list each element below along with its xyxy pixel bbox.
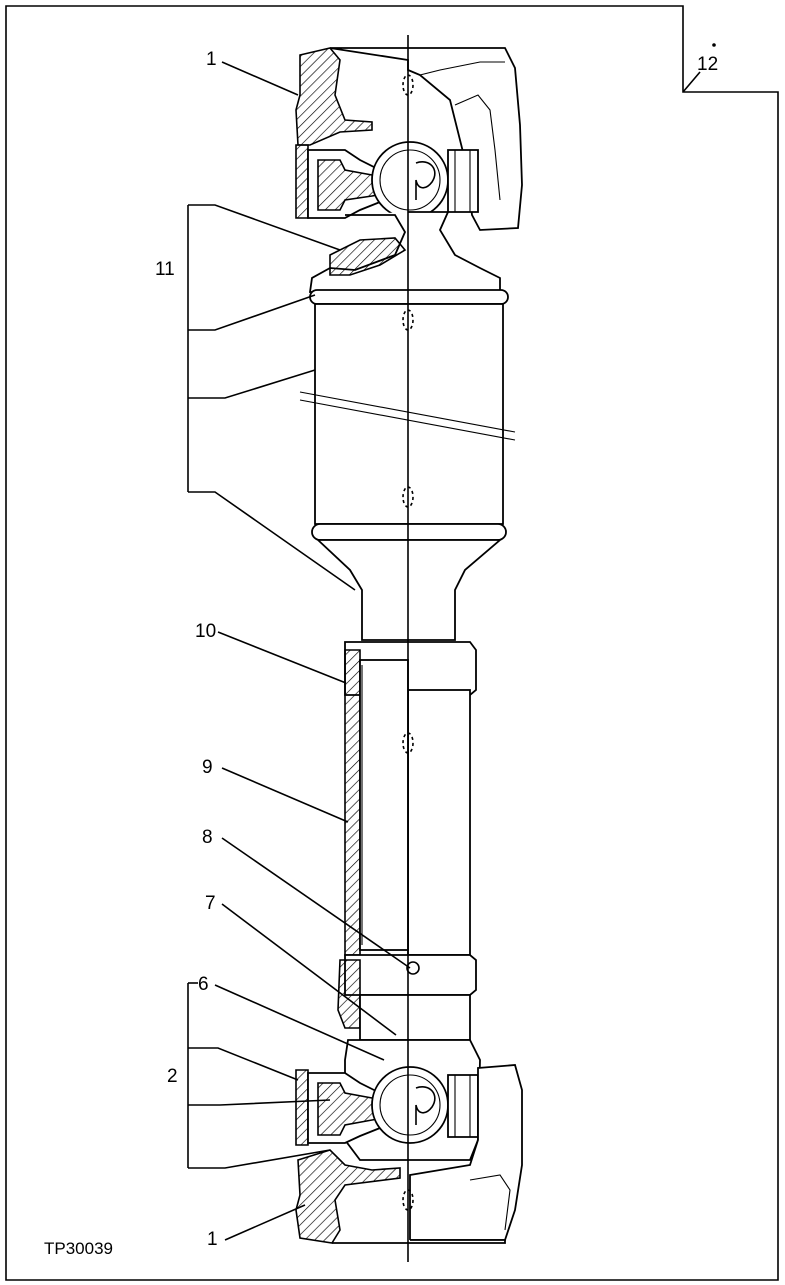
callout-1-top: 1 xyxy=(206,49,217,70)
callout-9: 9 xyxy=(202,757,213,778)
tube-yoke xyxy=(299,211,516,641)
callout-8: 8 xyxy=(202,827,213,848)
shaft-section xyxy=(337,641,477,1041)
callout-2: 2 xyxy=(167,1066,178,1087)
callout-12-dot xyxy=(712,43,716,47)
callout-6: 6 xyxy=(198,974,209,995)
callout-12: 12 xyxy=(697,54,718,75)
bottom-yoke xyxy=(295,1039,523,1244)
top-yoke xyxy=(295,47,523,231)
figure-id-label: TP30039 xyxy=(44,1239,113,1258)
callout-11: 11 xyxy=(155,259,175,280)
leader-lines xyxy=(187,61,701,1241)
page-frame xyxy=(5,5,779,1281)
callout-7: 7 xyxy=(205,893,216,914)
callout-1-bottom: 1 xyxy=(207,1229,218,1250)
callout-10: 10 xyxy=(195,621,216,642)
center-marks xyxy=(402,74,414,1211)
